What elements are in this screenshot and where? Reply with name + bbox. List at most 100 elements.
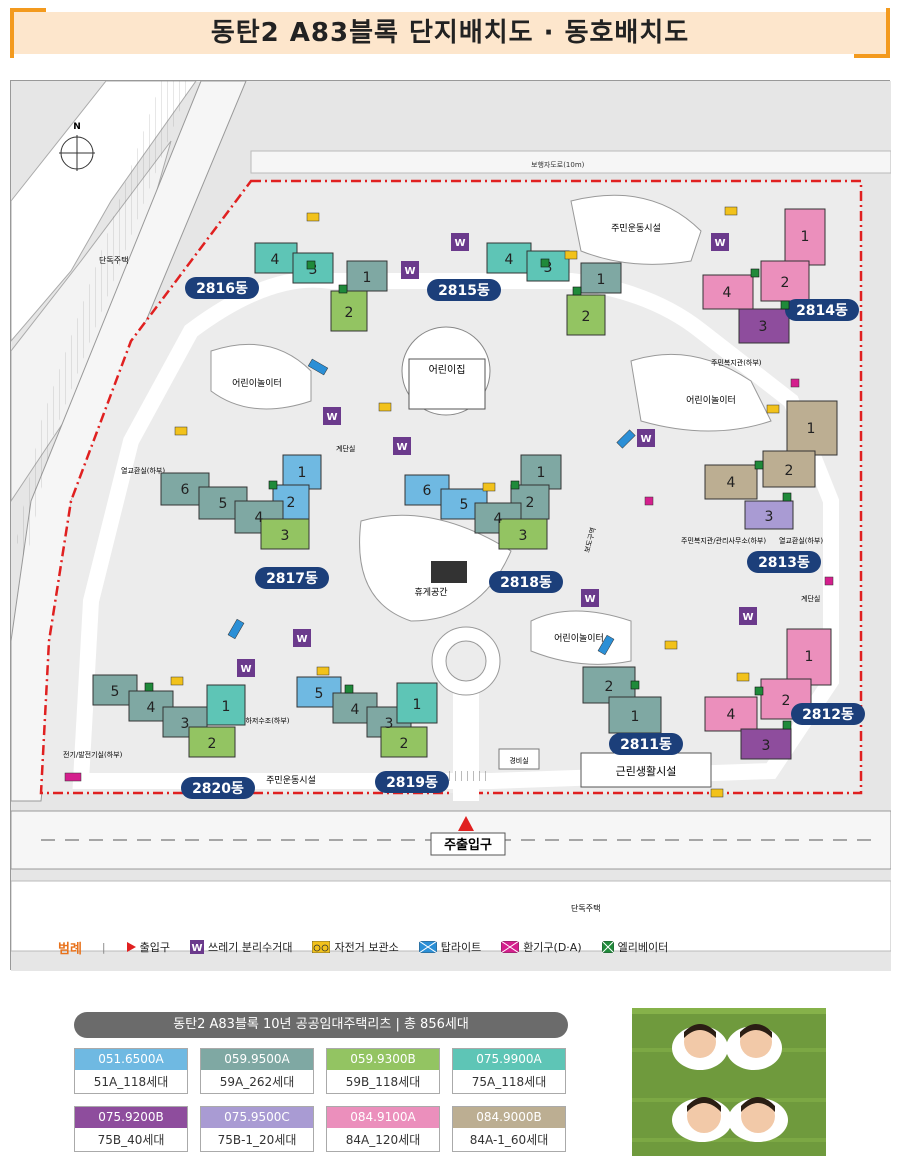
- waste-icon-3: W: [714, 238, 725, 249]
- b2813-cell-0: 1: [807, 421, 816, 437]
- legend-label-entrance: 출입구: [139, 941, 171, 954]
- b2815-cell-0: 4: [505, 252, 514, 268]
- playground-nw: [210, 343, 312, 410]
- unit-desc-3: 59B_118세대: [345, 1075, 421, 1089]
- toplight-icon: [418, 941, 437, 953]
- svg-text:W: W: [192, 943, 203, 954]
- legend-item-entrance: 출입구: [126, 939, 170, 955]
- b2813-cell-1: 2: [785, 463, 794, 479]
- b2815-cell-1: 3: [544, 260, 553, 276]
- b2811-cell-0: 2: [605, 679, 614, 695]
- legend-label-waste: 쓰레기 분리수거대: [208, 941, 293, 954]
- welfare-mgmt-label: 주민복지관/관리사무소(하부): [681, 536, 766, 545]
- page-title: 동탄2 A83블록 단지배치도 · 동호배치도: [210, 18, 690, 48]
- entrance-triangle-icon: [126, 942, 136, 952]
- b2818-cell-1: 2: [526, 495, 535, 511]
- b2816-cell-0: 4: [271, 252, 280, 268]
- main-entrance-arrow-icon: [458, 816, 474, 831]
- security-post: [498, 748, 540, 770]
- dong-label-2820: 2820동: [192, 781, 244, 797]
- unit-code-1: 051.6500A: [75, 1049, 187, 1070]
- b2820-cell-4: 2: [208, 736, 217, 752]
- b2818-cell-5: 3: [519, 528, 528, 544]
- elevator-icon: [601, 941, 614, 953]
- top-walkway: [250, 150, 891, 174]
- dong-label-2815: 2815동: [438, 283, 490, 299]
- rest-area-label: 휴게공간: [414, 587, 447, 598]
- b2817-cell-4: 4: [255, 510, 264, 526]
- north-label: N: [73, 122, 81, 132]
- b2816-cell-1: 3: [309, 262, 318, 278]
- waste-w-icon: W: [190, 940, 205, 954]
- b2817-cell-2: 6: [181, 482, 190, 498]
- b2819-cell-3: 1: [413, 697, 422, 713]
- dong-label-2814: 2814동: [796, 303, 848, 319]
- stairs-label-1: 계단실: [336, 444, 355, 453]
- building-2813: [704, 400, 838, 530]
- building-2818: [404, 454, 562, 550]
- waste-icon-2: W: [404, 266, 415, 277]
- unit-code-8: 084.9000B: [453, 1107, 565, 1128]
- legend-label-bicycle: 자전거 보관소: [334, 941, 399, 954]
- crosswalk: [449, 771, 489, 781]
- electric-room-label: 전기/발전기실(하부): [63, 750, 123, 759]
- b2811-cell-1: 1: [631, 709, 640, 725]
- gym-top-label: 주민운동시설: [611, 223, 661, 234]
- waste-icon-7: W: [584, 594, 595, 605]
- title-band: [14, 12, 886, 54]
- building-2819: [296, 676, 438, 758]
- title-corner-right: [854, 8, 890, 58]
- building-2812: [704, 628, 832, 760]
- unit-code-7: 084.9100A: [327, 1107, 439, 1128]
- b2817-cell-1: 2: [287, 495, 296, 511]
- unit-desc-4: 75A_118세대: [471, 1075, 547, 1089]
- site-plan-drawing: 보행자도로(10m) 어린이집 어린이놀이터 어린이놀이터 어린이놀이터 휴게공…: [11, 81, 891, 971]
- left-road-markings: [16, 81, 191, 561]
- b2820-cell-3: 1: [222, 699, 231, 715]
- legend-item-bicycle: 자전거 보관소: [312, 939, 399, 955]
- summary-title: 동탄2 A83블록 10년 공공임대주택리츠 | 총 856세대: [74, 1012, 568, 1038]
- dong-label-2819: 2819동: [386, 775, 438, 791]
- b2820-cell-2: 3: [181, 716, 190, 732]
- dong-label-2811: 2811동: [620, 737, 672, 753]
- welfare-center-label: 주민복지관(하부): [711, 358, 762, 367]
- legend: 범례 | 출입구 W 쓰레기 분리수거대 자전거 보관소 탑라이트 환기구(D·…: [12, 930, 888, 964]
- b2818-cell-4: 4: [494, 511, 503, 527]
- vent-icon: [501, 941, 520, 953]
- legend-label-vent: 환기구(D·A): [523, 941, 582, 954]
- b2815-cell-2: 1: [597, 272, 606, 288]
- dong-label-2816: 2816동: [196, 281, 248, 297]
- legend-item-vent: 환기구(D·A): [501, 939, 582, 955]
- unit-card-1: 051.6500A 51A_118세대: [74, 1048, 188, 1094]
- unit-card-5: 075.9200B 75B_40세대: [74, 1106, 188, 1152]
- legend-item-elevator: 엘리베이터: [601, 939, 668, 955]
- stairs-label-2: 계단실: [801, 594, 820, 603]
- legend-item-toplight: 탑라이트: [418, 939, 481, 955]
- unit-code-3: 059.9300B: [327, 1049, 439, 1070]
- bicycle-icon: [312, 941, 331, 953]
- waste-icon-10: W: [240, 664, 251, 675]
- building-2817: [160, 454, 322, 550]
- waste-icon-9: W: [296, 634, 307, 645]
- house-left-label: 단독주택: [99, 255, 128, 265]
- building-2820: [92, 674, 246, 758]
- playground-s-label: 어린이놀이터: [554, 633, 604, 644]
- house-bottom-label: 단독주택: [571, 903, 600, 913]
- waste-icon-4: W: [326, 412, 337, 423]
- playground-nw-label: 어린이놀이터: [232, 378, 282, 389]
- unit-code-2: 059.9500A: [201, 1049, 313, 1070]
- b2813-cell-3: 3: [765, 509, 774, 525]
- b2815-cell-3: 2: [582, 309, 591, 325]
- roundabout-center: [445, 640, 487, 682]
- unit-code-6: 075.9500C: [201, 1107, 313, 1128]
- children-photo-illustration: [632, 1008, 826, 1156]
- gym-bottom-label: 주민운동시설: [266, 775, 316, 786]
- b2814-cell-3: 3: [759, 319, 768, 335]
- legend-title: 범례: [58, 941, 82, 957]
- b2816-cell-3: 2: [345, 305, 354, 321]
- waste-icon-5: W: [396, 442, 407, 453]
- gym-top: [570, 194, 702, 265]
- unit-code-5: 075.9200B: [75, 1107, 187, 1128]
- heat-exchange-label: 열교환실(하부): [121, 466, 165, 475]
- b2812-cell-3: 3: [762, 738, 771, 754]
